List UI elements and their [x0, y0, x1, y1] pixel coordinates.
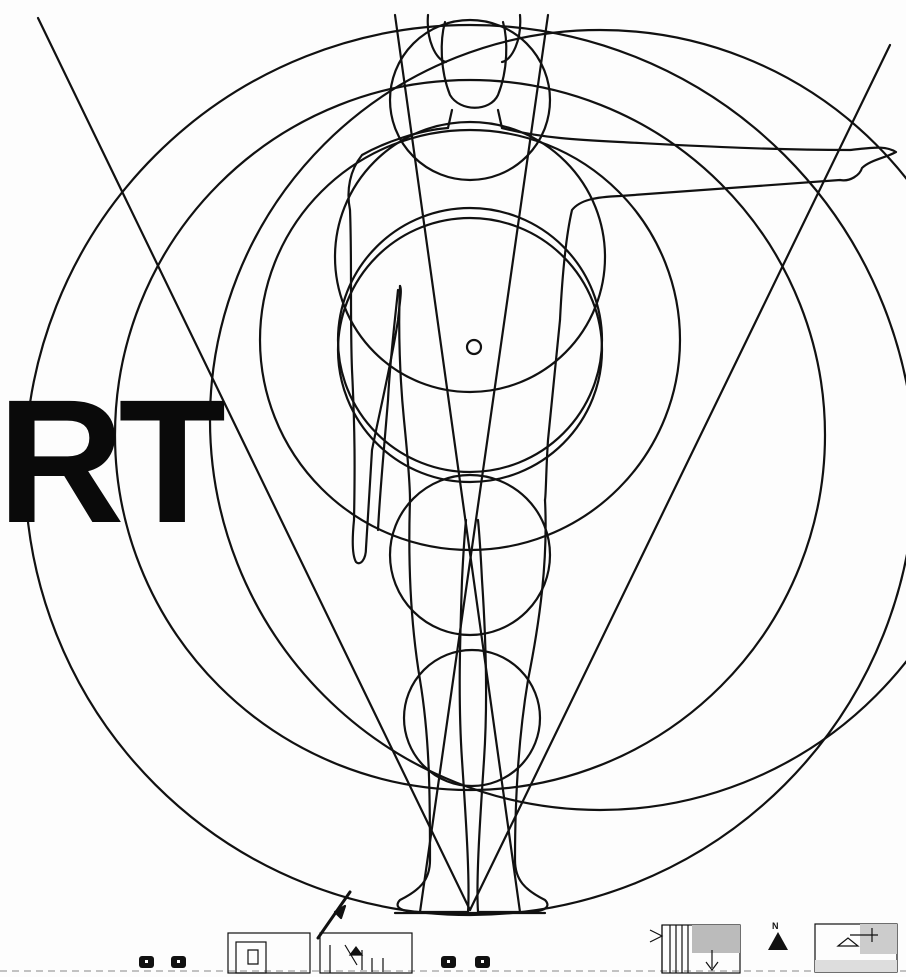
figure-arm-hanging	[349, 128, 449, 563]
inner-right-line	[420, 15, 548, 912]
heading-label: RT	[0, 392, 220, 542]
pencil-tip	[335, 906, 345, 918]
right-diagonal-line	[470, 45, 890, 910]
figure-torso-left	[399, 286, 410, 500]
figure-leg-left	[398, 500, 469, 912]
outer-circle-right	[210, 30, 906, 810]
figure-torso-right	[545, 320, 560, 500]
navel-point	[467, 340, 481, 354]
inner-left-line	[395, 15, 520, 912]
heading-text: RT	[0, 392, 226, 542]
navel-circle	[338, 218, 602, 482]
figure-head	[442, 22, 507, 108]
figure-neck	[448, 110, 502, 128]
north-label: N	[772, 921, 779, 931]
pencil-mark	[318, 892, 350, 938]
